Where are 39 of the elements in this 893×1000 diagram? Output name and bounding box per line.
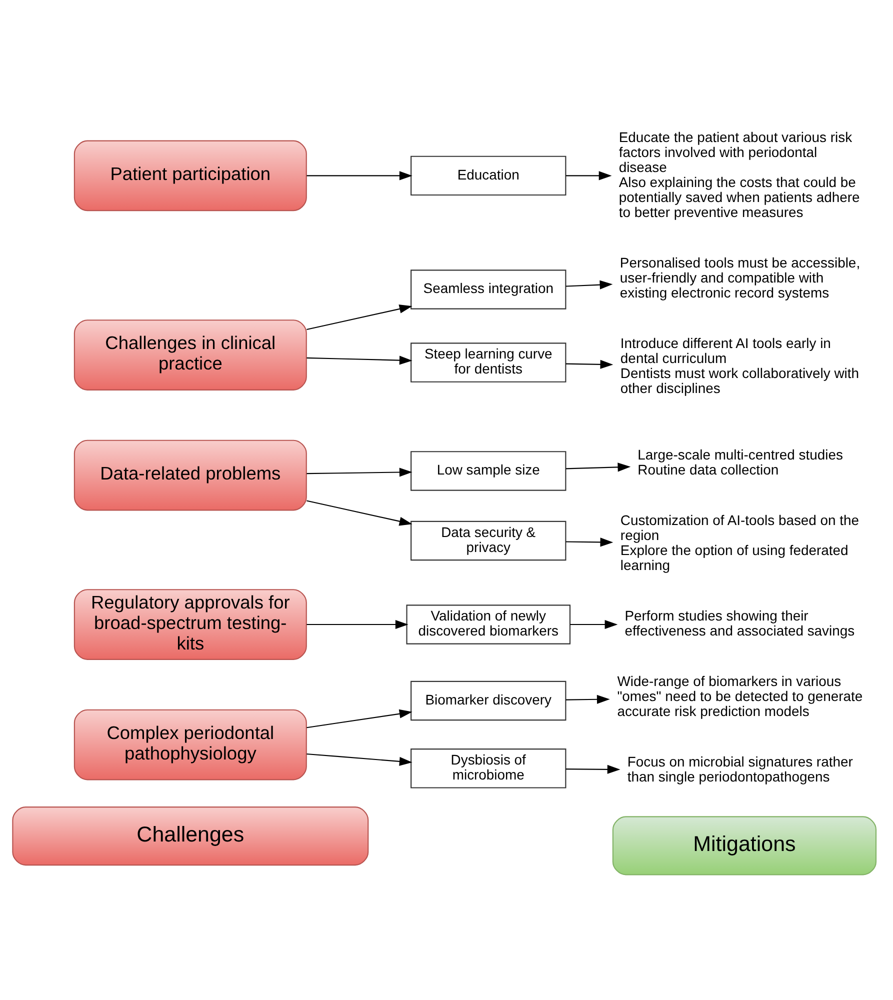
node-box: Mitigations — [612, 816, 877, 875]
node-text: Introduce different AI tools early in dental curriculum Dentists must work collaboratively with other disciplines — [620, 334, 860, 396]
node-box: Steep learning curve for dentists — [410, 342, 566, 382]
arrow — [306, 620, 408, 629]
arrow — [306, 304, 412, 330]
node-box: Regulatory approvals for broad-spectrum testing-kits — [74, 588, 307, 660]
node-text: Personalised tools must be accessible, user-friendly and compatible with existing electronic record systems — [620, 254, 860, 300]
node-box: Biomarker discovery — [410, 680, 566, 720]
node-box: Complex periodontal pathophysiology — [74, 708, 307, 780]
node-box: Data security & privacy — [410, 520, 566, 560]
arrow — [306, 752, 412, 766]
arrow — [306, 355, 412, 364]
arrow — [566, 694, 610, 704]
arrow — [566, 280, 613, 289]
node-box: Dysbiosis of microbiome — [410, 748, 566, 788]
node-box: Seamless integration — [410, 269, 566, 309]
arrow — [570, 620, 618, 629]
node-box: Low sample size — [410, 450, 566, 490]
node-box: Challenges — [12, 806, 369, 866]
arrow — [566, 462, 631, 472]
node-box: Validation of newly discovered biomarkers — [406, 604, 571, 644]
node-box: Patient participation — [74, 140, 307, 211]
arrow — [306, 500, 412, 526]
arrow — [566, 170, 612, 180]
node-box: Challenges in clinical practice — [74, 319, 307, 390]
arrow — [306, 467, 412, 476]
node-text: Perform studies showing their effectiveness and associated savings — [624, 607, 855, 638]
arrow — [306, 708, 412, 728]
node-text: Wide-range of biomarkers in various "omes" need to be detected to generate accurate risk prediction models — [617, 672, 863, 719]
arrow — [566, 764, 620, 774]
node-text: Customization of AI-tools based on the region Explore the option of using federated learning — [620, 512, 860, 573]
node-text: Focus on microbial signatures rather than single periodontopathogens — [627, 753, 853, 784]
arrow — [306, 170, 412, 180]
node-box: Data-related problems — [74, 439, 307, 510]
node-text: Large-scale multi-centred studies Routine data collection — [638, 446, 843, 478]
node-text: Educate the patient about various risk factors involved with periodontal disease Also explaining the costs that could be potentially saved when patients adhere to better preventive measures — [618, 128, 860, 220]
arrow — [566, 359, 614, 368]
arrow — [566, 537, 614, 546]
node-box: Education — [410, 155, 566, 196]
